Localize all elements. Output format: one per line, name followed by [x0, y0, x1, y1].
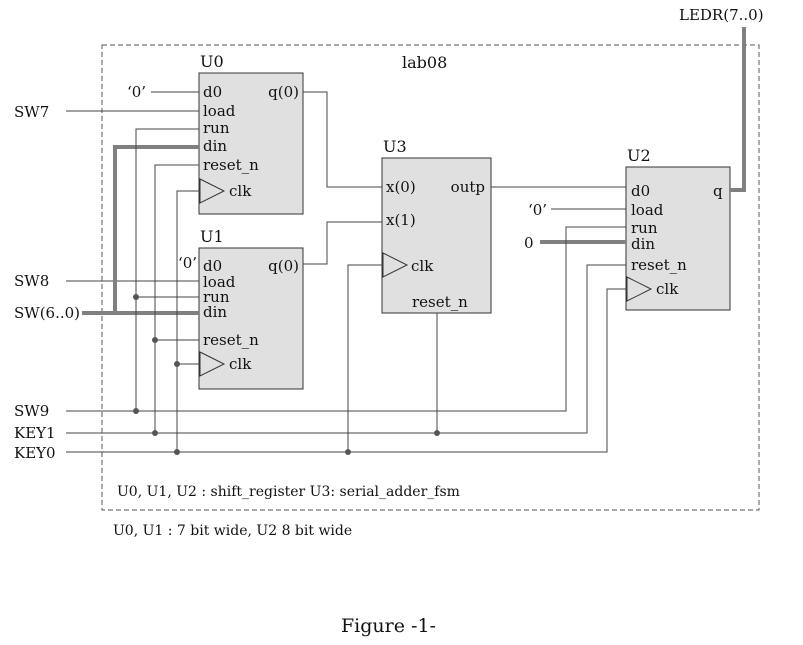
u0-d0-constant: ‘0’ — [127, 83, 146, 101]
wire-u0q-x0 — [303, 91, 382, 188]
u1-d0-constant: ‘0’ — [178, 254, 197, 272]
u2-pin-din: din — [631, 235, 655, 253]
u1-block — [198, 247, 304, 390]
u0-name: U0 — [200, 52, 224, 71]
lab08-boundary — [101, 44, 760, 511]
u3-pin-x0: x(0) — [386, 178, 416, 196]
u1-name: U1 — [200, 227, 224, 246]
u2-block — [625, 166, 731, 311]
u0-pin-run: run — [203, 119, 230, 137]
sw7-label: SW7 — [14, 103, 49, 121]
width-note: U0, U1 : 7 bit wide, U2 8 bit wide — [113, 523, 352, 539]
u2-pin-reset: reset_n — [631, 256, 687, 274]
u3-pin-clk: clk — [411, 257, 434, 275]
wire-run-u0 — [135, 128, 199, 411]
u1-pin-run: run — [203, 288, 230, 306]
u0-pin-reset: reset_n — [203, 156, 259, 174]
junction-run-sw9 — [133, 408, 139, 414]
wire-u1q-x1 — [303, 221, 382, 265]
ledr-label: LEDR(7..0) — [679, 6, 764, 24]
wire-clk-u3 — [347, 264, 383, 452]
entity-note: U0, U1, U2 : shift_register U3: serial_a… — [117, 484, 460, 500]
u0-block — [198, 72, 304, 215]
wire-key0-clk — [66, 288, 627, 453]
junction-reset-u1 — [152, 337, 158, 343]
u1-pin-din: din — [203, 303, 227, 321]
u0-pin-clk: clk — [229, 182, 252, 200]
u2-pin-clk: clk — [656, 280, 679, 298]
u0-pin-d0: d0 — [203, 83, 222, 101]
u2-pin-q: q — [713, 182, 723, 200]
u0-pin-din: din — [203, 137, 227, 155]
key1-label: KEY1 — [14, 424, 56, 442]
wire-clk-u0 — [176, 190, 200, 452]
u3-name: U3 — [383, 137, 407, 156]
junction-reset-key1 — [152, 430, 158, 436]
sw8-label: SW8 — [14, 272, 49, 290]
u3-block — [381, 157, 492, 314]
u1-pin-clk: clk — [229, 355, 252, 373]
wire-reset-u0 — [154, 164, 199, 433]
u3-pin-reset: reset_n — [412, 293, 468, 311]
u1-pin-q: q(0) — [268, 257, 299, 275]
u2-pin-d0: d0 — [631, 182, 650, 200]
u0-pin-load: load — [203, 102, 236, 120]
u2-d0-constant: ‘0’ — [528, 201, 547, 219]
figure-caption: Figure -1- — [341, 615, 436, 637]
wire-sw9-run — [66, 226, 626, 412]
u0-pin-q: q(0) — [268, 83, 299, 101]
junction-run-u1 — [133, 294, 139, 300]
u1-pin-load: load — [203, 273, 236, 291]
junction-clk-u3 — [345, 449, 351, 455]
sw9-label: SW9 — [14, 402, 49, 420]
bus-sw — [82, 145, 199, 315]
key0-label: KEY0 — [14, 444, 56, 462]
u2-name: U2 — [627, 146, 651, 165]
lab08-label: lab08 — [402, 53, 447, 72]
junction-reset-u3 — [434, 430, 440, 436]
sw-bus-label: SW(6..0) — [14, 304, 80, 322]
u2-din-constant: 0 — [524, 234, 534, 252]
u2-pin-load: load — [631, 201, 664, 219]
u3-pin-x1: x(1) — [386, 211, 416, 229]
bus-ledr — [730, 27, 746, 192]
junction-clk-u1 — [174, 361, 180, 367]
u1-pin-d0: d0 — [203, 257, 222, 275]
u1-pin-reset: reset_n — [203, 331, 259, 349]
u3-pin-outp: outp — [451, 178, 485, 196]
u2-pin-run: run — [631, 219, 658, 237]
wire-key1-reset — [66, 264, 626, 434]
junction-clk-key0 — [174, 449, 180, 455]
